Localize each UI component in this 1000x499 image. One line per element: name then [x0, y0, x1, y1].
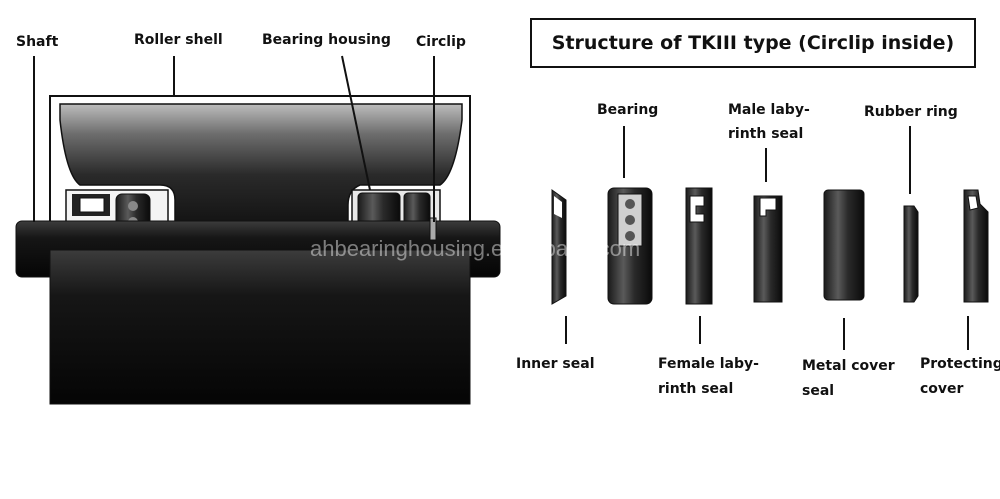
female-seal-label-2: rinth seal [658, 381, 734, 397]
rubber-ring-part [903, 205, 919, 303]
metal-cover-label-1: Metal cover [802, 358, 895, 374]
circlip-label: Circlip [416, 34, 466, 50]
watermark: ahbearinghousing.en.alibaba.com [310, 236, 641, 261]
shaft-label: Shaft [16, 34, 59, 50]
protecting-cover-label-1: Protecting [920, 356, 1000, 372]
male-seal-label-2: rinth seal [728, 126, 804, 142]
roller-assembly [15, 95, 501, 405]
diagram-title: Structure of TKIII type (Circlip inside) [551, 32, 955, 54]
metal-cover-part [823, 189, 865, 301]
metal-cover-label-2: seal [802, 383, 835, 399]
protecting-cover-label-2: cover [920, 381, 964, 397]
male-seal-label-1: Male laby- [728, 102, 810, 118]
roller-shell-label: Roller shell [134, 32, 223, 48]
exploded-parts [551, 187, 989, 305]
male-seal-part [753, 195, 783, 303]
bearing-label: Bearing [597, 102, 659, 118]
rubber-ring-label: Rubber ring [864, 104, 958, 120]
left-leader-lines [33, 55, 435, 222]
protecting-cover-part [963, 189, 989, 303]
bearing-housing-label: Bearing housing [262, 32, 391, 48]
right-leader-lines [565, 126, 969, 350]
inner-seal-part [551, 189, 567, 305]
inner-seal-label: Inner seal [516, 356, 595, 372]
female-seal-label-1: Female laby- [658, 356, 759, 372]
title-box: Structure of TKIII type (Circlip inside) [530, 18, 976, 68]
